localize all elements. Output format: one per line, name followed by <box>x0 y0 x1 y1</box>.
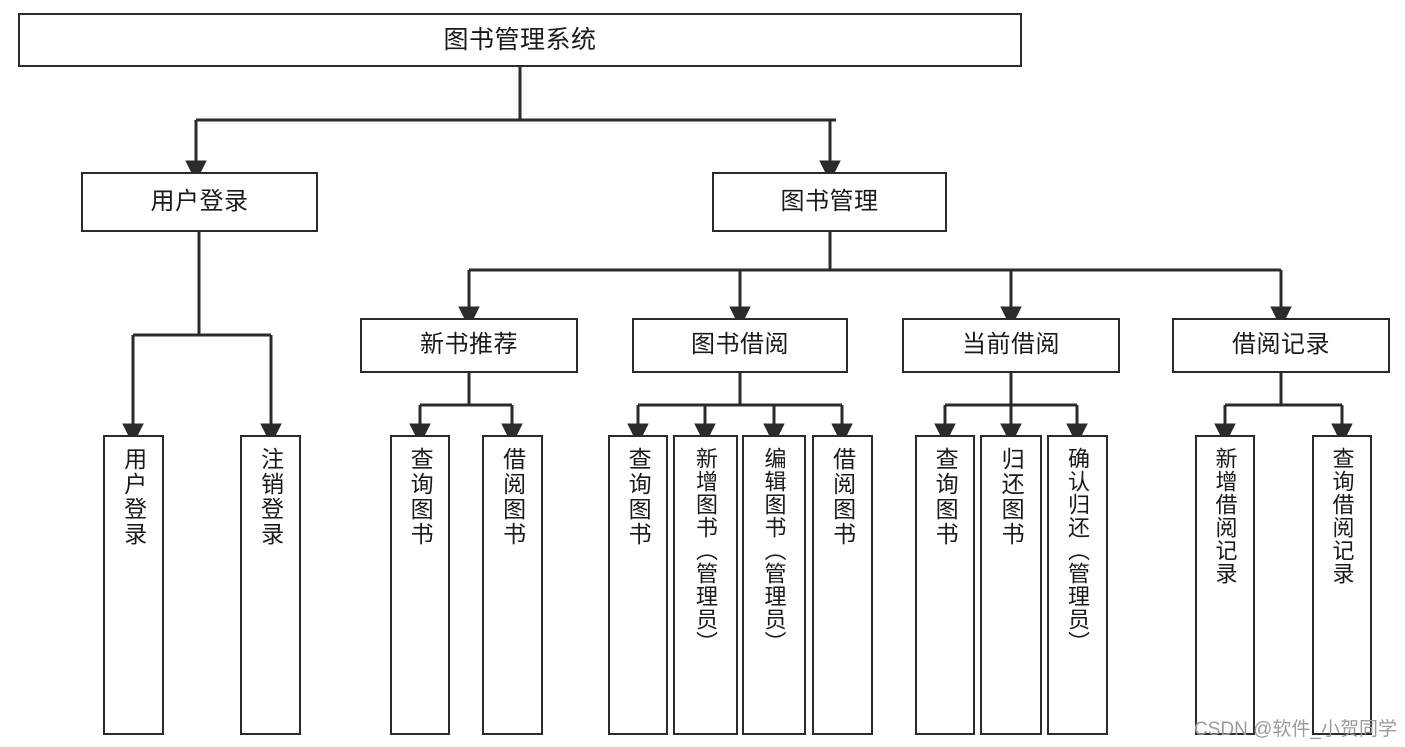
leaf-logout[interactable]: 注销登录 <box>240 435 301 735</box>
leaf-query-book-recommend[interactable]: 查询图书 <box>390 435 450 735</box>
leaf-query-book-current[interactable]: 查询图书 <box>915 435 975 735</box>
leaf-confirm-return-admin[interactable]: 确认归还（管理员） <box>1047 435 1108 735</box>
leaf-add-borrow-record[interactable]: 新增借阅记录 <box>1195 435 1255 735</box>
node-label: 查询图书 <box>407 447 434 547</box>
node-label: 确认归还（管理员） <box>1065 447 1091 654</box>
node-new-book-recommend[interactable]: 新书推荐 <box>360 318 578 373</box>
leaf-query-borrow-record[interactable]: 查询借阅记录 <box>1312 435 1372 735</box>
node-label: 图书管理 <box>780 187 879 215</box>
node-label: 查询图书 <box>932 447 959 547</box>
leaf-query-book-borrow[interactable]: 查询图书 <box>608 435 668 735</box>
leaf-edit-book-admin[interactable]: 编辑图书（管理员） <box>742 435 806 735</box>
node-user-login[interactable]: 用户登录 <box>81 172 318 232</box>
node-label: 新书推荐 <box>420 331 518 359</box>
leaf-add-book-admin[interactable]: 新增图书（管理员） <box>673 435 738 735</box>
node-book-borrow[interactable]: 图书借阅 <box>632 318 848 373</box>
node-label: 归还图书 <box>998 447 1025 547</box>
node-label: 注销登录 <box>257 447 284 547</box>
leaf-borrow-book-recommend[interactable]: 借阅图书 <box>482 435 543 735</box>
leaf-user-login[interactable]: 用户登录 <box>103 435 164 735</box>
leaf-borrow-book[interactable]: 借阅图书 <box>812 435 873 735</box>
node-label: 当前借阅 <box>962 331 1060 359</box>
node-label: 查询图书 <box>625 447 652 547</box>
node-label: 图书管理系统 <box>443 26 597 54</box>
node-label: 编辑图书（管理员） <box>761 447 787 654</box>
node-book-management[interactable]: 图书管理 <box>712 172 947 232</box>
leaf-return-book[interactable]: 归还图书 <box>980 435 1042 735</box>
node-label: 用户登录 <box>150 187 249 215</box>
watermark: CSDN @软件_小贺同学 <box>1194 719 1397 740</box>
node-label: 查询借阅记录 <box>1329 447 1355 585</box>
node-label: 借阅图书 <box>499 447 526 547</box>
node-label: 用户登录 <box>120 447 147 547</box>
node-current-borrow[interactable]: 当前借阅 <box>902 318 1120 373</box>
node-label: 借阅图书 <box>829 447 856 547</box>
node-borrow-record[interactable]: 借阅记录 <box>1172 318 1390 373</box>
node-label: 借阅记录 <box>1232 331 1330 359</box>
node-label: 图书借阅 <box>691 331 789 359</box>
node-label: 新增图书（管理员） <box>693 447 719 654</box>
node-label: 新增借阅记录 <box>1212 447 1238 585</box>
node-root-system[interactable]: 图书管理系统 <box>18 13 1022 67</box>
